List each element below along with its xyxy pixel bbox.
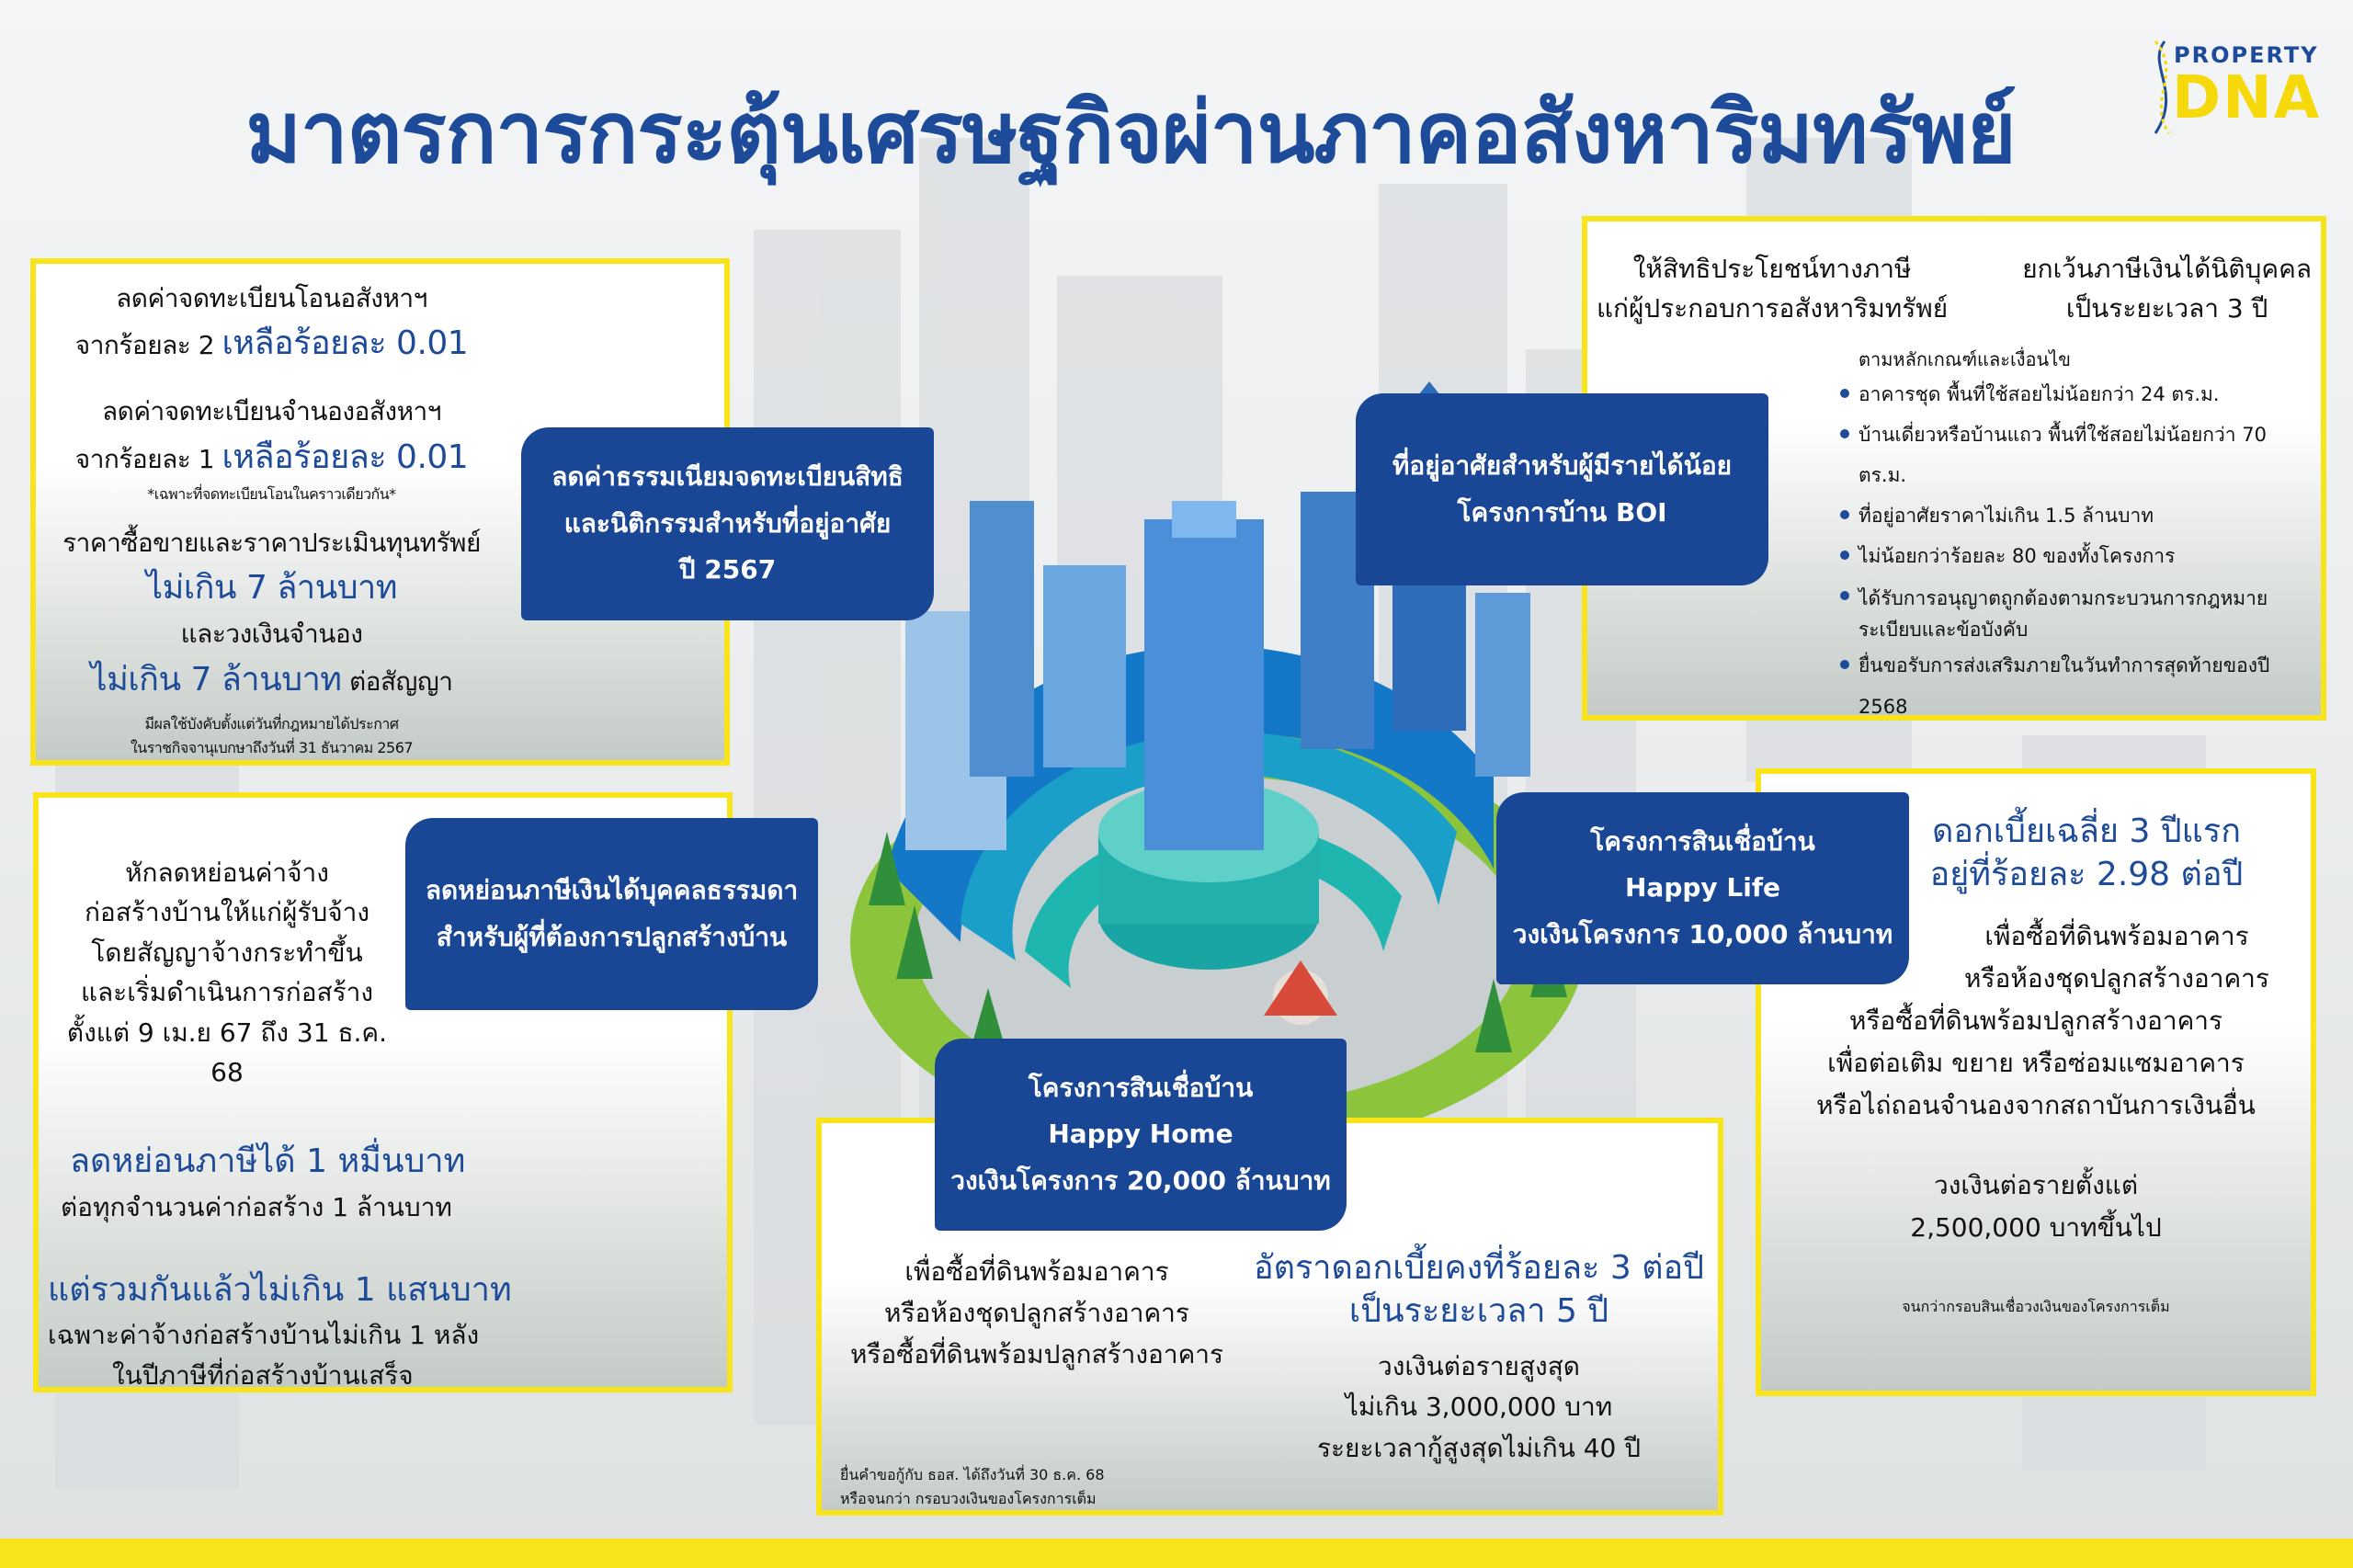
highlight-text: อัตราดอกเบี้ยคงที่ร้อยละ 3 ต่อปี: [1253, 1249, 1705, 1287]
conditions-title: ตามหลักเกณฑ์และเงื่อนไข: [1859, 347, 2071, 370]
text-line: หรือซื้อที่ดินพร้อมปลูกสร้างอาคาร: [1848, 1005, 2223, 1036]
label-line: ลดหย่อนภาษีเงินได้บุคคลธรรมดา: [425, 875, 799, 906]
highlight-text: ไม่เกิน 7 ล้านบาท: [145, 569, 398, 608]
label-line: ปี 2567: [678, 554, 777, 585]
text-line: จากร้อยละ 2 เหลือร้อยละ 0.01: [40, 318, 504, 369]
label-happy-life: โครงการสินเชื่อบ้าน Happy Life วงเงินโครงก…: [1496, 792, 1909, 984]
note: จนกว่ากรอบสินเชื่อวงเงินของโครงการเต็ม: [1902, 1297, 2170, 1315]
label-line: ลดค่าธรรมเนียมจดทะเบียนสิทธิ: [551, 461, 904, 493]
highlight-text: อยู่ที่ร้อยละ 2.98 ต่อปี: [1929, 855, 2244, 893]
label-line: Happy Life: [1624, 872, 1781, 903]
note: *เฉพาะที่จดทะเบียนโอนในคราวเดียวกัน*: [147, 485, 396, 504]
happy-life-box: ดอกเบี้ยเฉลี่ย 3 ปีแรก อยู่ที่ร้อยละ 2.9…: [1756, 768, 2316, 1396]
highlight-text: ลดหย่อนภาษีได้ 1 หมื่นบาท: [70, 1142, 466, 1181]
text-line: ก่อสร้างบ้านให้แก่ผู้รับจ้าง: [84, 897, 370, 928]
condition-item: อาคารชุด พื้นที่ใช้สอยไม่น้อยกว่า 24 ตร.…: [1840, 374, 2312, 415]
text-line: โดยสัญญาจ้างกระทำขึ้น: [91, 937, 363, 968]
text-line: ต่อทุกจำนวนค่าก่อสร้าง 1 ล้านบาท: [61, 1192, 452, 1223]
bottom-yellow-bar: [0, 1539, 2353, 1568]
text-line: จากร้อยละ 1 เหลือร้อยละ 0.01: [40, 432, 504, 483]
text-line: หรือไถ่ถอนจำนองจากสถาบันการเงินอื่น: [1816, 1090, 2256, 1121]
note: ในราชกิจจานุเบกษาถึงวันที่ 31 ธันวาคม 25…: [130, 738, 414, 756]
note: หรือจนกว่า กรอบวงเงินของโครงการเต็ม: [840, 1489, 1097, 1507]
benefit-row: ให้สิทธิประโยชน์ทางภาษีแก่ผู้ประกอบการอส…: [1597, 249, 2312, 329]
text-line: เพื่อซื้อที่ดินพร้อมอาคาร: [904, 1256, 1169, 1287]
label-tax-deduction: ลดหย่อนภาษีเงินได้บุคคลธรรมดาสำหรับผู้ที…: [405, 818, 818, 1010]
label-line: โครงการสินเชื่อบ้าน: [1590, 825, 1815, 857]
text-line: เฉพาะค่าจ้างก่อสร้างบ้านไม่เกิน 1 หลัง: [48, 1320, 480, 1351]
text-line: ระยะเวลากู้สูงสุดไม่เกิน 40 ปี: [1316, 1433, 1642, 1464]
condition-item: ไม่น้อยกว่าร้อยละ 80 ของทั้งโครงการ: [1840, 536, 2312, 576]
note: มีผลใช้บังคับตั้งแต่วันที่กฎหมายได้ประกา…: [144, 715, 399, 733]
label-happy-home: โครงการสินเชื่อบ้าน Happy Home วงเงินโครงก…: [935, 1039, 1347, 1231]
text-line: วงเงินต่อรายสูงสุด: [1378, 1350, 1580, 1381]
condition-item: ยื่นขอรับการส่งเสริมภายในวันทำการสุดท้าย…: [1840, 645, 2312, 726]
condition-item: ได้รับการอนุญาตถูกต้องตามกระบวนการกฎหมาย…: [1840, 576, 2312, 645]
label-line: วงเงินโครงการ 20,000 ล้านบาท: [950, 1165, 1331, 1196]
condition-item: ที่อยู่อาศัยราคาไม่เกิน 1.5 ล้านบาท: [1840, 495, 2312, 536]
text: จากร้อยละ 1: [74, 443, 222, 474]
text-line: เพื่อต่อเติม ขยาย หรือซ่อมแซมอาคาร: [1827, 1048, 2245, 1079]
text-line: 2,500,000 บาทขึ้นไป: [1910, 1211, 2162, 1243]
text-line: หรือห้องชุดปลูกสร้างอาคาร: [1964, 962, 2269, 994]
text-line: หรือซื้อที่ดินพร้อมปลูกสร้างอาคาร: [849, 1338, 1224, 1369]
text-line: ราคาซื้อขายและราคาประเมินทุนทรัพย์: [63, 527, 481, 558]
text-line: ตั้งแต่ 9 เม.ย 67 ถึง 31 ธ.ค. 68: [66, 1017, 388, 1087]
text-line: ลดค่าจดทะเบียนโอนอสังหาฯ: [116, 283, 427, 313]
text-line: เป็นระยะเวลา 3 ปี: [2065, 293, 2268, 324]
label-boi: ที่อยู่อาศัยสำหรับผู้มีรายได้น้อยโครงการ…: [1356, 393, 1768, 585]
property-dna-logo: PROPERTY DNA: [2146, 37, 2330, 138]
label-line: สำหรับผู้ที่ต้องการปลูกสร้างบ้าน: [436, 921, 788, 952]
highlight-text: เป็นระยะเวลา 5 ปี: [1348, 1291, 1609, 1330]
text-line: และเริ่มดำเนินการก่อสร้าง: [80, 977, 374, 1008]
highlight-text: แต่รวมกันแล้วไม่เกิน 1 แสนบาท: [48, 1270, 512, 1309]
logo-text-bottom: DNA: [2172, 64, 2322, 132]
highlight-text: เหลือร้อยละ 0.01: [222, 324, 469, 363]
text-line: วงเงินต่อรายตั้งแต่: [1933, 1169, 2139, 1200]
text: ต่อสัญญา: [341, 665, 453, 697]
text-line: ให้สิทธิประโยชน์ทางภาษี: [1632, 254, 1912, 284]
note: ยื่นคำขอกู้กับ ธอส. ได้ถึงวันที่ 30 ธ.ค.…: [840, 1466, 1105, 1483]
text-line: แก่ผู้ประกอบการอสังหาริมทรัพย์: [1597, 293, 1949, 324]
label-line: และนิติกรรมสำหรับที่อยู่อาศัย: [563, 507, 892, 539]
label-transfer-fee: ลดค่าธรรมเนียมจดทะเบียนสิทธิและนิติกรรมส…: [521, 427, 934, 620]
dna-helix-icon: [2154, 40, 2171, 134]
text-line: ไม่เกิน 3,000,000 บาท: [1345, 1392, 1613, 1423]
text-line: ยกเว้นภาษีเงินได้นิติบุคคล: [2022, 254, 2312, 284]
highlight-text: เหลือร้อยละ 0.01: [222, 437, 469, 476]
label-line: โครงการบ้าน BOI: [1457, 496, 1667, 528]
text-line: และวงเงินจำนอง: [180, 619, 363, 650]
label-line: โครงการสินเชื่อบ้าน: [1028, 1072, 1254, 1103]
text-line: หักลดหย่อนค่าจ้าง: [125, 858, 329, 888]
conditions-list: อาคารชุด พื้นที่ใช้สอยไม่น้อยกว่า 24 ตร.…: [1840, 374, 2312, 727]
highlight-text: ไม่เกิน 7 ล้านบาท: [90, 660, 343, 699]
text-line: ไม่เกิน 7 ล้านบาท ต่อสัญญา: [40, 654, 504, 706]
highlight-text: ดอกเบี้ยเฉลี่ย 3 ปีแรก: [1931, 812, 2241, 850]
label-line: วงเงินโครงการ 10,000 ล้านบาท: [1512, 918, 1893, 949]
logo-text-top: PROPERTY: [2174, 42, 2319, 68]
text-line: เพื่อซื้อที่ดินพร้อมอาคาร: [1984, 920, 2249, 951]
label-line: Happy Home: [1048, 1119, 1233, 1150]
text-line: ลดค่าจดทะเบียนจำนองอสังหาฯ: [101, 396, 442, 427]
text-line: ในปีภาษีที่ก่อสร้างบ้านเสร็จ: [112, 1359, 414, 1391]
text: จากร้อยละ 2: [74, 330, 222, 361]
page-title: มาตรการกระตุ้นเศรษฐกิจผ่านภาคอสังหาริมทร…: [245, 84, 2016, 182]
condition-item: บ้านเดี่ยวหรือบ้านแถว พื้นที่ใช้สอยไม่น้…: [1840, 415, 2312, 495]
label-line: ที่อยู่อาศัยสำหรับผู้มีรายได้น้อย: [1392, 450, 1733, 482]
text-line: หรือห้องชุดปลูกสร้างอาคาร: [884, 1297, 1189, 1328]
